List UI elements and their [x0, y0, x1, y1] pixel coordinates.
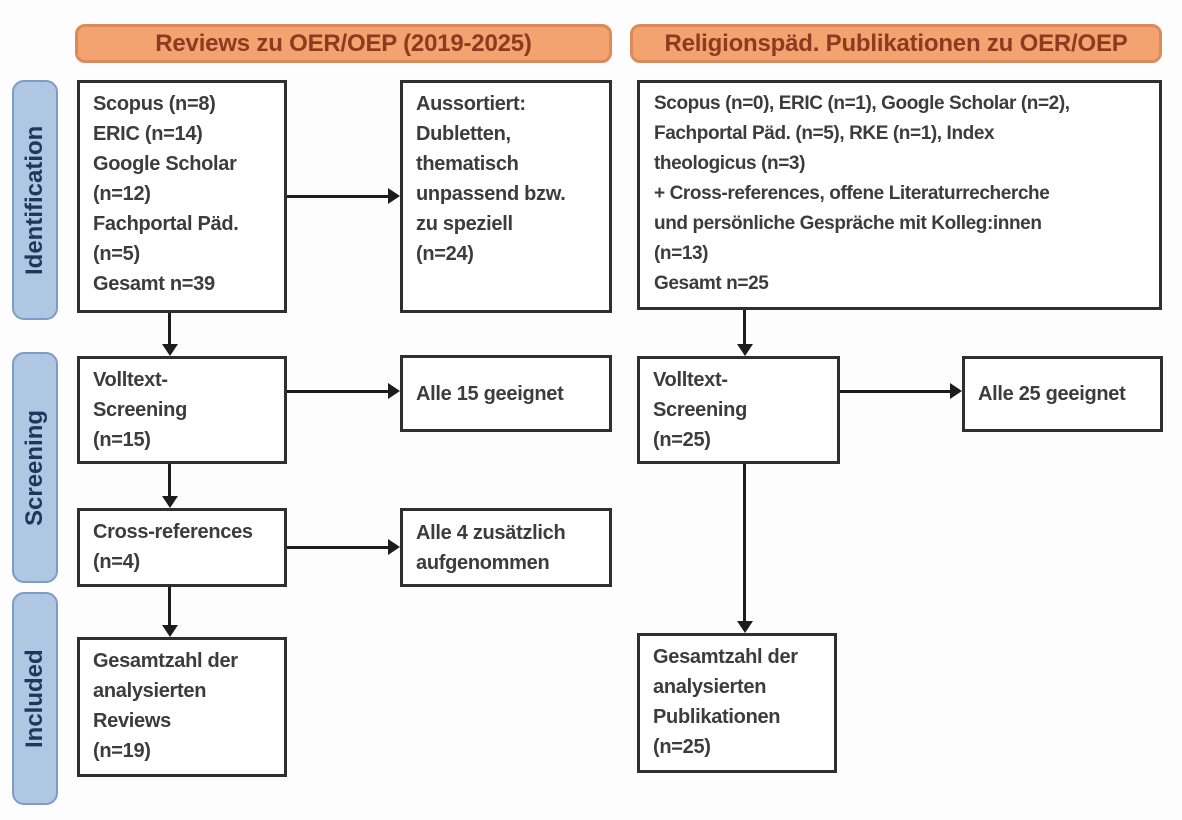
arrow-right-fulltext-to-included-line: [743, 464, 746, 622]
box-right-fulltext-screening: Volltext- Screening (n=25): [637, 356, 840, 464]
box-left-included-total: Gesamtzahl der analysierten Reviews (n=1…: [77, 637, 287, 777]
arrow-right-sources-to-fulltext-line: [743, 310, 746, 345]
arrow-left-crossref-to-result-head: [388, 539, 400, 555]
stage-label-screening: Screening: [12, 352, 58, 583]
arrow-right-fulltext-to-result-line: [840, 390, 951, 393]
stage-label-identification: Identification: [12, 80, 58, 320]
arrow-left-crossref-to-included-line: [168, 587, 171, 626]
box-right-fulltext-result: Alle 25 geeignet: [962, 356, 1163, 432]
arrow-left-crossref-to-result-line: [287, 546, 388, 549]
arrow-left-sources-to-fulltext-head: [162, 344, 178, 356]
arrow-left-sources-to-fulltext-line: [168, 313, 171, 345]
arrow-left-fulltext-to-crossref-line: [168, 464, 171, 497]
stage-label-included: Included: [12, 592, 58, 805]
arrow-left-sources-to-excluded-line: [287, 195, 388, 198]
header-publications-column: Religionspäd. Publikationen zu OER/OEP: [630, 24, 1162, 63]
box-left-fulltext-screening: Volltext- Screening (n=15): [77, 356, 287, 464]
arrow-right-sources-to-fulltext-head: [737, 344, 753, 356]
arrow-left-fulltext-to-result-line: [287, 390, 388, 393]
box-right-sources: Scopus (n=0), ERIC (n=1), Google Scholar…: [637, 80, 1162, 310]
arrow-left-fulltext-to-result-head: [388, 383, 400, 399]
box-left-sources: Scopus (n=8) ERIC (n=14) Google Scholar …: [77, 80, 287, 313]
box-left-fulltext-result: Alle 15 geeignet: [400, 355, 612, 432]
arrow-left-fulltext-to-crossref-head: [162, 496, 178, 508]
arrow-right-fulltext-to-result-head: [950, 383, 962, 399]
box-right-included-total: Gesamtzahl der analysierten Publikatione…: [637, 633, 837, 773]
box-left-crossref-result: Alle 4 zusätzlich aufgenommen: [400, 508, 612, 587]
box-left-excluded: Aussortiert: Dubletten, thematisch unpas…: [400, 80, 612, 313]
box-left-crossref: Cross-references (n=4): [77, 508, 287, 587]
arrow-right-fulltext-to-included-head: [737, 621, 753, 633]
arrow-left-sources-to-excluded-head: [388, 188, 400, 204]
header-reviews-column: Reviews zu OER/OEP (2019-2025): [75, 24, 612, 63]
arrow-left-crossref-to-included-head: [162, 625, 178, 637]
